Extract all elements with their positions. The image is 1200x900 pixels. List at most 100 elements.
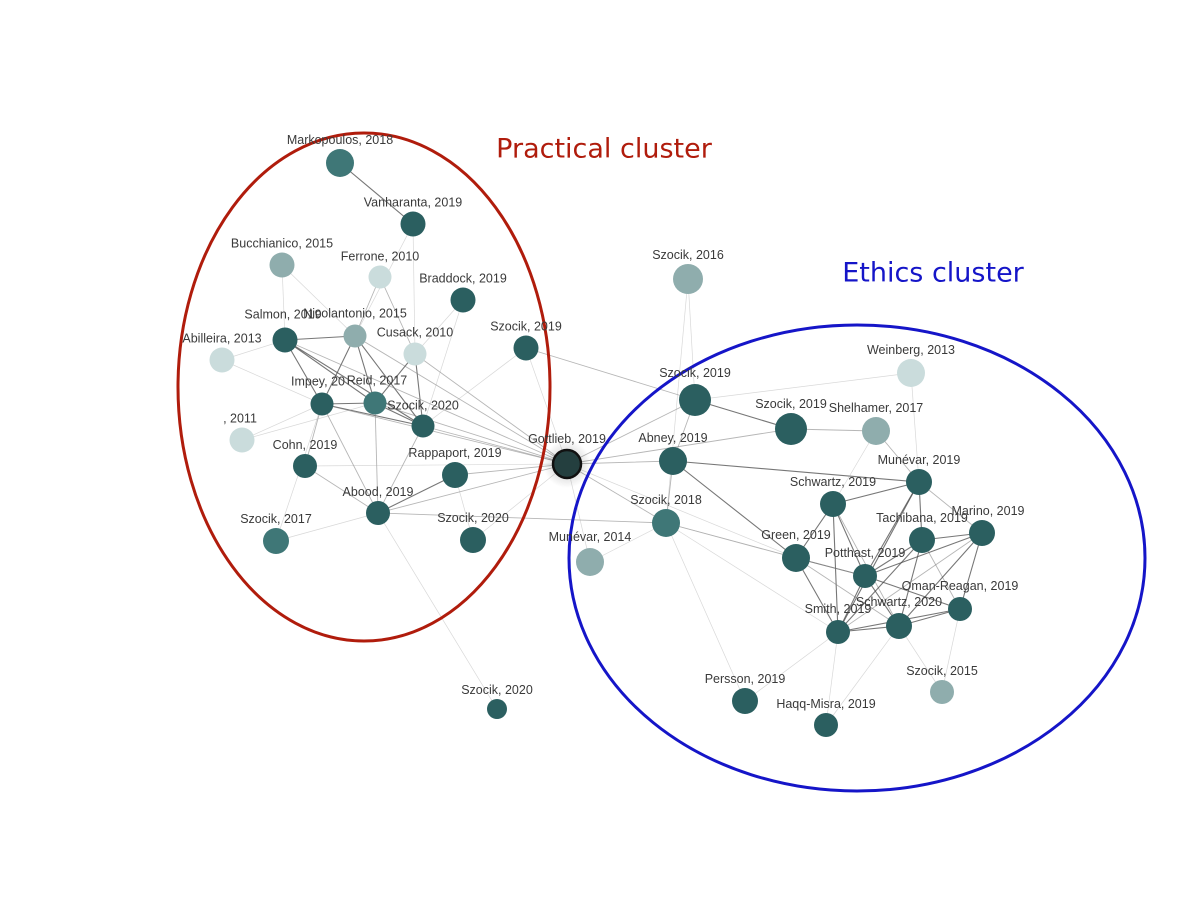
edge-bucchianico2015-salmon2019 <box>281 264 286 341</box>
node-label-schwartz2020: Schwartz, 2020 <box>856 595 942 609</box>
edge-szocik2015-schwartz2020 <box>898 625 943 693</box>
node-label-smith2019: Smith, 2019 <box>805 602 872 616</box>
node-reid2017[interactable] <box>363 391 387 415</box>
node-label-x2011: , 2011 <box>223 412 257 426</box>
node-marino2019[interactable] <box>969 520 995 546</box>
node-tachibana2019[interactable] <box>909 527 935 553</box>
node-bucchianico2015[interactable] <box>269 252 295 278</box>
node-szocik2020c[interactable] <box>487 699 507 719</box>
edge-salmon2019-reid2017 <box>284 339 376 404</box>
node-smith2019[interactable] <box>826 620 850 644</box>
ethics-cluster-outline <box>567 323 1147 793</box>
edge-szocik2020a-abood2019 <box>377 425 424 514</box>
node-ferrone2010[interactable] <box>368 265 392 289</box>
node-szocik2015[interactable] <box>930 680 954 704</box>
ethics-cluster-label: Ethics cluster <box>842 258 1024 289</box>
node-szocik2020b[interactable] <box>460 527 486 553</box>
edge-braddock2019-szocik2020a <box>422 299 464 427</box>
edge-salmon2019-szocik2020a <box>284 339 424 427</box>
edge-munevar2019-marino2019 <box>918 481 983 534</box>
node-abood2019[interactable] <box>366 501 390 525</box>
edge-green2019-schwartz2020 <box>795 557 900 627</box>
node-gottlieb2019[interactable] <box>551 448 583 480</box>
node-braddock2019[interactable] <box>450 287 476 313</box>
node-munevar2014[interactable] <box>576 548 604 576</box>
edge-reid2017-abood2019 <box>374 402 379 514</box>
node-haqqmisra2019[interactable] <box>814 713 838 737</box>
edge-szocik2019a-szocik2019b <box>525 347 696 401</box>
node-szocik2019c[interactable] <box>775 413 807 445</box>
node-persson2019[interactable] <box>732 688 758 714</box>
node-label-szocik2019c: Szocik, 2019 <box>755 397 827 411</box>
node-potthast2019[interactable] <box>853 564 877 588</box>
edge-szocik2019b-szocik2019c <box>694 399 792 430</box>
node-label-szocik2018: Szocik, 2018 <box>630 493 702 507</box>
edge-marino2019-omanreagan2019 <box>959 532 983 610</box>
edge-nicolantonio2015-szocik2020a <box>354 335 424 427</box>
edge-bucchianico2015-nicolantonio2015 <box>281 264 356 337</box>
edge-marino2019-smith2019 <box>837 532 983 633</box>
node-abilleira2013[interactable] <box>209 347 235 373</box>
node-szocik2018[interactable] <box>652 509 680 537</box>
node-vanharanta2019[interactable] <box>400 211 426 237</box>
node-szocik2019b[interactable] <box>679 384 711 416</box>
node-schwartz2019[interactable] <box>820 491 846 517</box>
node-omanreagan2019[interactable] <box>948 597 972 621</box>
edge-cohn2019-gottlieb2019 <box>304 463 568 467</box>
edge-abilleira2013-impey20 <box>221 359 323 405</box>
edge-abney2019-green2019 <box>672 460 797 559</box>
node-label-szocik2020c: Szocik, 2020 <box>461 683 533 697</box>
edge-tachibana2019-smith2019 <box>837 539 923 633</box>
node-label-szocik2020a: Szocik, 2020 <box>387 399 459 413</box>
node-label-haqqmisra2019: Haqq-Misra, 2019 <box>776 697 875 711</box>
practical-cluster-label: Practical cluster <box>496 134 713 165</box>
edge-abood2019-gottlieb2019 <box>377 463 568 514</box>
node-munevar2019[interactable] <box>906 469 932 495</box>
node-cohn2019[interactable] <box>293 454 317 478</box>
edge-cusack2010-szocik2020a <box>414 353 424 427</box>
node-szocik2020a[interactable] <box>411 414 435 438</box>
node-szocik2016[interactable] <box>673 264 703 294</box>
edge-haqqmisra2019-schwartz2020 <box>825 625 900 726</box>
node-label-ferrone2010: Ferrone, 2010 <box>341 250 420 264</box>
edge-nicolantonio2015-reid2017 <box>354 335 376 404</box>
node-abney2019[interactable] <box>659 447 687 475</box>
node-shelhamer2017[interactable] <box>862 417 890 445</box>
edge-szocik2017-abood2019 <box>275 512 379 542</box>
edge-abney2019-munevar2019 <box>672 460 920 483</box>
node-szocik2017[interactable] <box>263 528 289 554</box>
edge-x2011-reid2017 <box>241 402 376 441</box>
node-label-munevar2014: Munévar, 2014 <box>549 530 632 544</box>
node-label-green2019: Green, 2019 <box>761 528 831 542</box>
node-x2011[interactable] <box>229 427 255 453</box>
node-markopoulos2018[interactable] <box>326 149 354 177</box>
node-label-tachibana2019: Tachibana, 2019 <box>876 511 968 525</box>
edge-vanharanta2019-cusack2010 <box>412 223 416 355</box>
edge-tachibana2019-omanreagan2019 <box>921 539 961 610</box>
node-rappaport2019[interactable] <box>442 462 468 488</box>
practical-cluster-outline <box>176 131 552 643</box>
node-label-szocik2016: Szocik, 2016 <box>652 248 724 262</box>
edge-salmon2019-gottlieb2019 <box>284 339 568 465</box>
node-cusack2010[interactable] <box>403 342 427 366</box>
edge-marino2019-potthast2019 <box>864 532 983 577</box>
node-label-braddock2019: Braddock, 2019 <box>419 272 507 286</box>
node-nicolantonio2015[interactable] <box>343 324 367 348</box>
node-szocik2019a[interactable] <box>513 335 539 361</box>
node-weinberg2013[interactable] <box>897 359 925 387</box>
edge-szocik2016-szocik2018 <box>665 278 689 524</box>
node-green2019[interactable] <box>782 544 810 572</box>
edge-szocik2016-szocik2019b <box>687 278 696 401</box>
node-label-salmon2019: Salmon, 2019 <box>244 308 321 322</box>
node-label-nicolantonio2015: Nicolantonio, 2015 <box>303 307 407 321</box>
node-label-rappaport2019: Rappaport, 2019 <box>408 446 501 460</box>
node-salmon2019[interactable] <box>272 327 298 353</box>
edge-nicolantonio2015-gottlieb2019 <box>354 335 568 465</box>
edge-x2011-impey20 <box>241 403 323 441</box>
node-impey20[interactable] <box>310 392 334 416</box>
edge-gottlieb2019-green2019 <box>566 463 797 559</box>
edge-szocik2019a-szocik2020a <box>422 347 527 427</box>
node-schwartz2020[interactable] <box>886 613 912 639</box>
